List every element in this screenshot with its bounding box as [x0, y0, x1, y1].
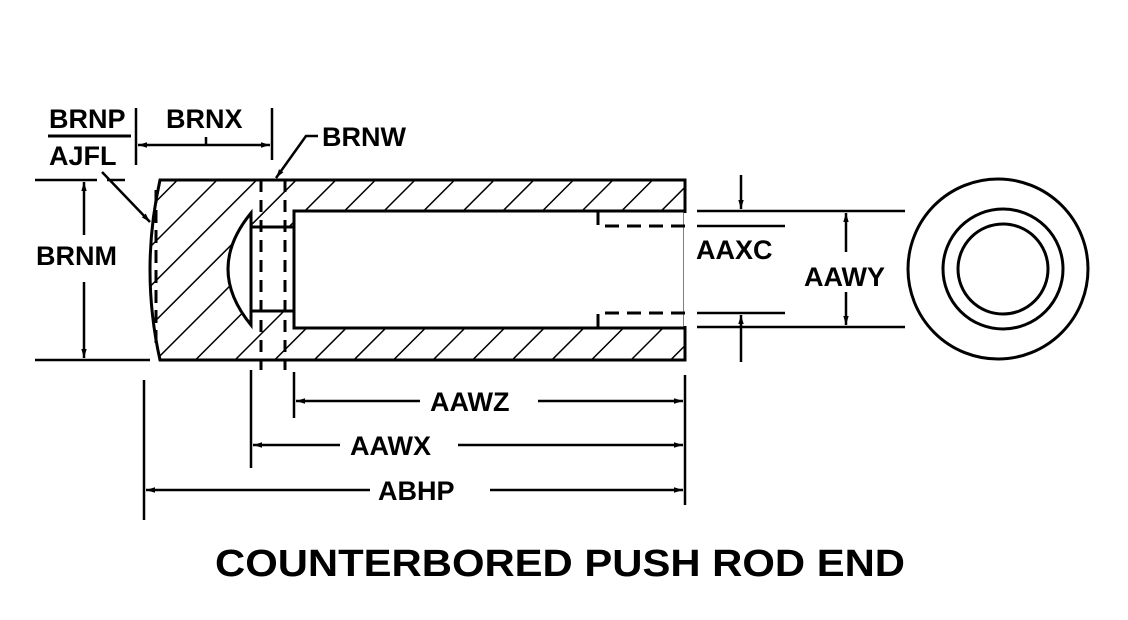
side-section-view: [148, 178, 688, 370]
label-brnm: BRNM: [36, 241, 117, 271]
label-ajfl: AJFL: [49, 141, 117, 171]
label-brnp: BRNP: [49, 104, 126, 134]
label-brnw: BRNW: [322, 122, 406, 152]
label-aawy: AAWY: [804, 262, 885, 292]
drawing-title: COUNTERBORED PUSH ROD END: [215, 543, 905, 585]
counterbore-step-bottom: [596, 311, 685, 328]
label-aawz: AAWZ: [430, 387, 509, 417]
body-outline: [148, 178, 687, 362]
ajfl-leader: [101, 171, 151, 223]
middle-circle: [941, 207, 1065, 331]
label-abhp: ABHP: [378, 476, 455, 506]
counterbore-step-top: [596, 211, 685, 228]
dimension-lines: [48, 134, 849, 493]
spherical-recess: [226, 208, 253, 330]
inner-circle: [956, 222, 1050, 316]
bore: [292, 209, 687, 330]
pin-hole: [249, 225, 296, 313]
label-brnx: BRNX: [166, 104, 243, 134]
end-view: [906, 177, 1090, 361]
label-aawx: AAWX: [350, 431, 431, 461]
label-aaxc: AAXC: [696, 235, 773, 265]
outer-circle: [906, 177, 1090, 361]
brnw-leader: [274, 134, 318, 179]
